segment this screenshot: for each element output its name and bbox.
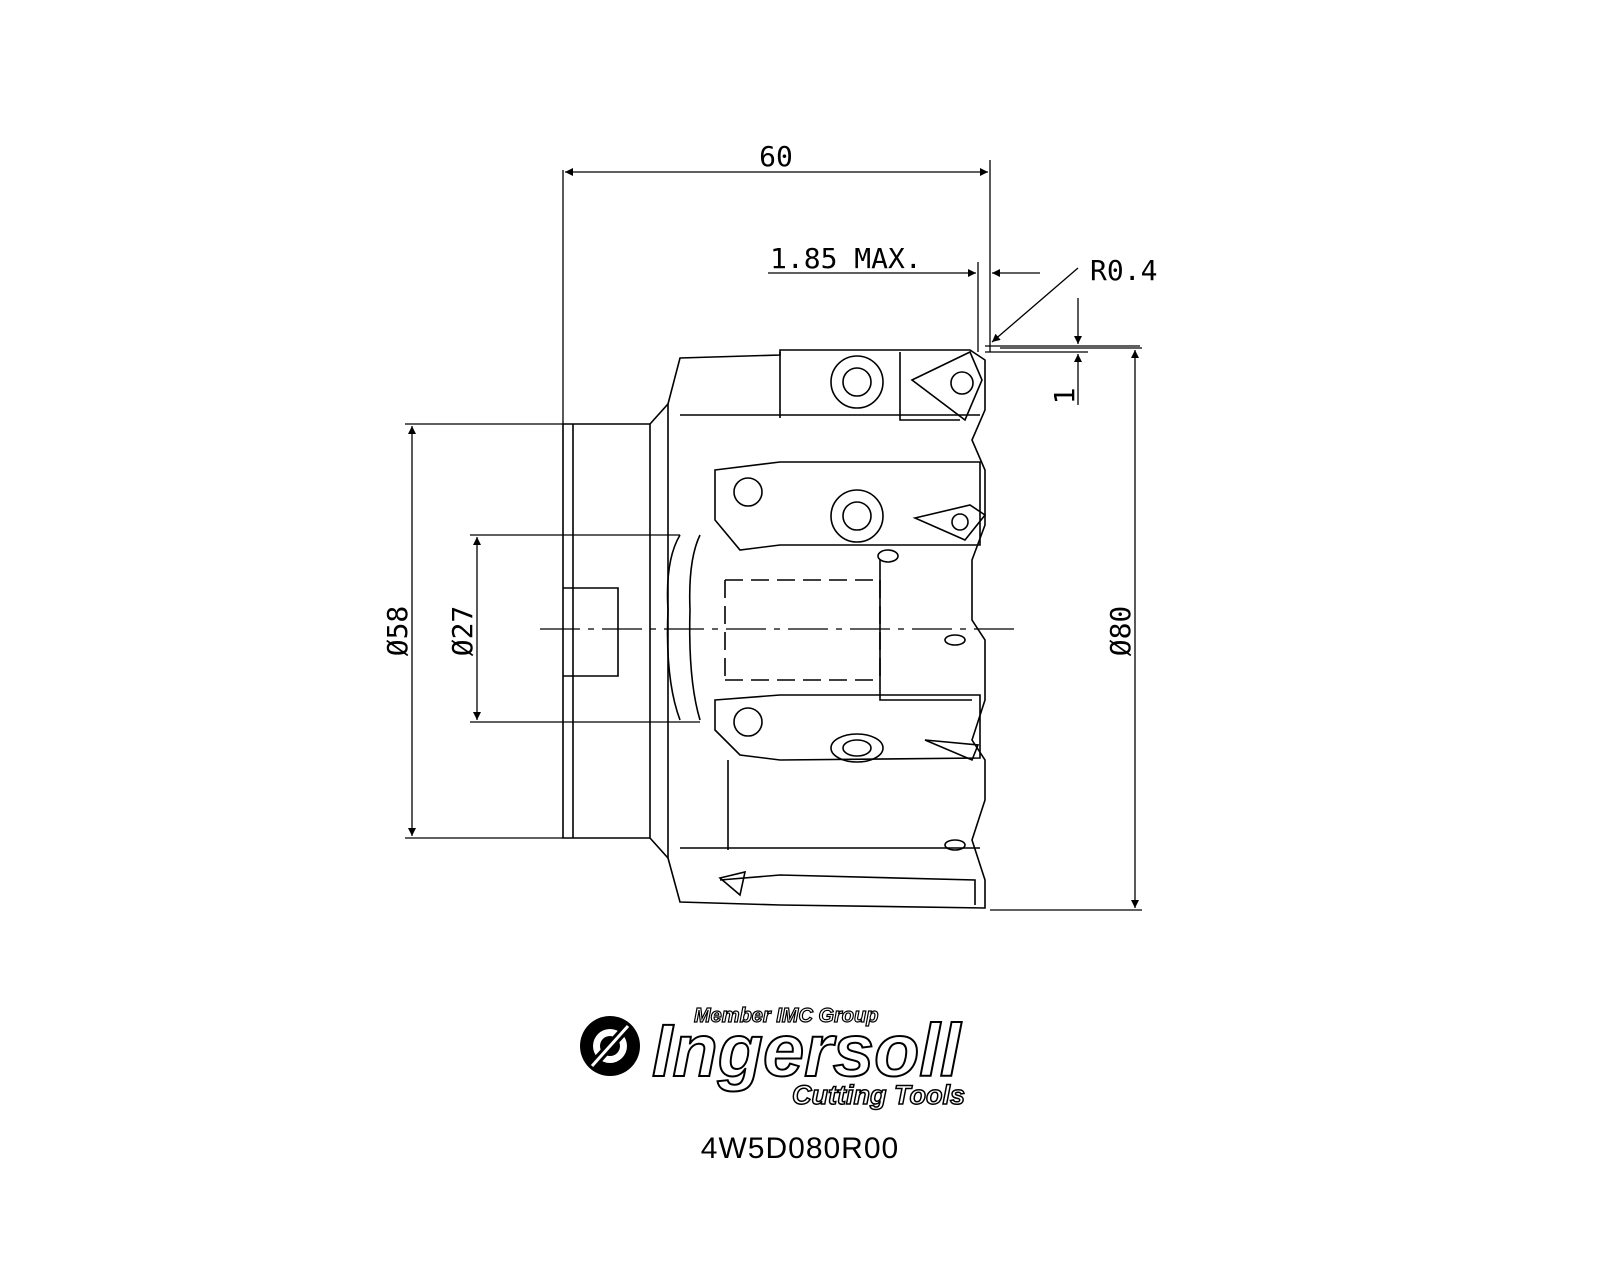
clamp-screw-top-socket [842, 367, 872, 397]
coolant-hole [877, 549, 899, 563]
coolant-hole-2 [944, 634, 966, 646]
logo-mark-icon [580, 1016, 640, 1076]
pocket-top [779, 352, 960, 421]
brand-logo: Member IMC Group Ingersoll Cutting Tools [580, 1004, 966, 1111]
tool-body [562, 349, 987, 909]
shank-outline [562, 423, 651, 839]
coolant-hole-3 [944, 839, 966, 851]
dimension-labels: 60 1.85 MAX. R0.4 1 Ø58 Ø27 Ø80 [381, 140, 1157, 656]
insert-screw-upper-left [733, 477, 763, 507]
label-corner-radius: R0.4 [1090, 254, 1157, 287]
clamp-screw-upper-socket [842, 501, 872, 531]
logo-member-text: Member IMC Group [694, 1005, 878, 1027]
clamp-screw-top [830, 355, 884, 409]
clamp-screw-lower-socket [842, 739, 872, 757]
pocket-upper [714, 461, 981, 551]
label-cutter-dia: Ø80 [1104, 606, 1137, 657]
label-shank-dia: Ø58 [381, 606, 414, 657]
label-step: 1 [1048, 388, 1081, 405]
label-length: 60 [759, 140, 793, 173]
insert-lower [924, 739, 980, 762]
insert-top [910, 350, 983, 422]
logo-brand-text: Ingersoll [652, 1009, 962, 1092]
insert-screw-lower-left [733, 707, 763, 737]
label-max-depth: 1.85 MAX. [770, 242, 922, 275]
logo-tagline-text: Cutting Tools [792, 1080, 965, 1110]
leader-radius [991, 267, 1079, 343]
hub-lines [724, 579, 881, 681]
insert-screw-top [950, 371, 974, 395]
bore-curve-2 [688, 534, 701, 721]
bore-region [666, 534, 681, 721]
insert-upper [912, 504, 987, 541]
pocket-lower [714, 694, 981, 761]
pocket-bottom [719, 874, 976, 905]
dimension-lines [405, 160, 1142, 911]
shank-face [649, 401, 669, 861]
label-bore-dia: Ø27 [446, 606, 479, 657]
cutter-body-outline [667, 349, 986, 909]
coolant-channel [879, 560, 972, 701]
insert-screw-upper-right [951, 513, 969, 531]
clamp-screw-upper [830, 489, 884, 543]
insert-bottom [718, 870, 747, 897]
clamp-screw-lower [830, 733, 884, 763]
drive-slot [563, 587, 619, 677]
part-number: 4W5D080R00 [700, 1132, 900, 1165]
